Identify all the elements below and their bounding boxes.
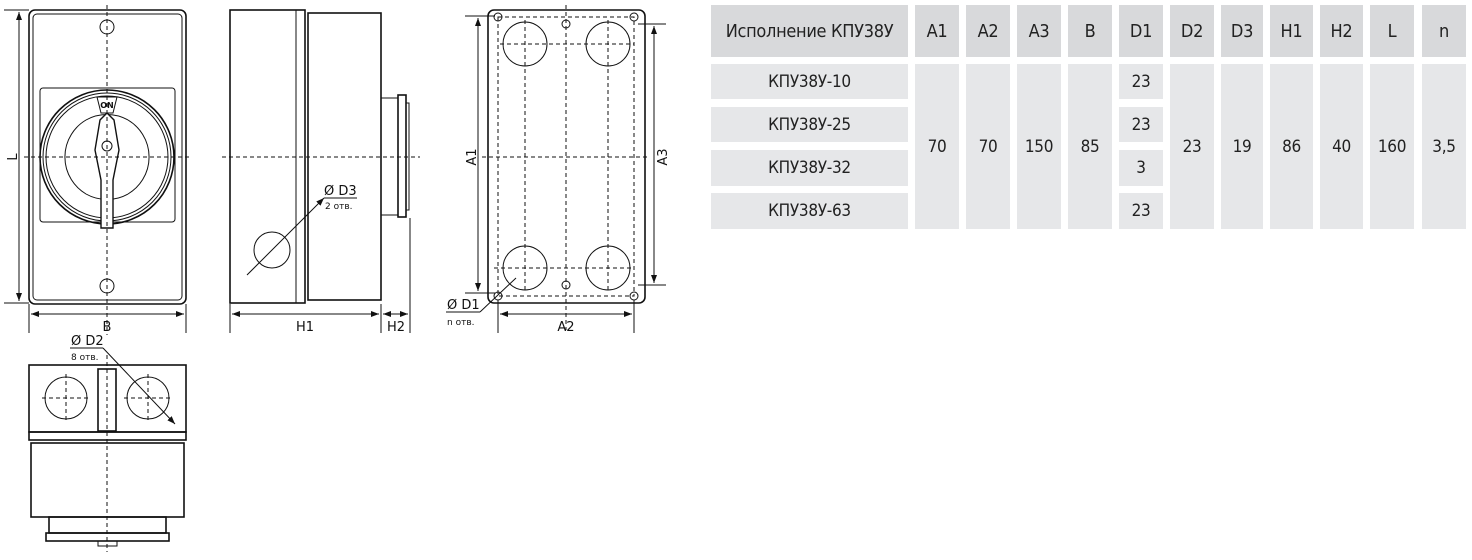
side-view: Ø D3 2 отв. H1 H2: [222, 9, 420, 335]
header-a1: A1: [915, 5, 959, 57]
b-value: 85: [1068, 64, 1112, 229]
header-d1: D1: [1119, 5, 1163, 57]
variant-cell: КПУ38У-25: [711, 107, 908, 142]
header-h1: H1: [1270, 5, 1313, 57]
dim-H2-label: H2: [387, 320, 405, 335]
bottom-view: Ø D2 8 отв.: [28, 334, 187, 552]
d2-value: 23: [1170, 64, 1214, 229]
d1-cell: 23: [1119, 107, 1163, 142]
header-h2: H2: [1320, 5, 1363, 57]
header-d2: D2: [1170, 5, 1214, 57]
variant-cell: КПУ38У-10: [711, 64, 908, 99]
front-view: ON L B: [4, 5, 192, 335]
d1-hole-count: n отв.: [447, 318, 474, 328]
n-value: 3,5: [1422, 64, 1466, 229]
back-view: A1 A3 A2 Ø D1 n отв.: [446, 5, 671, 335]
d3-value: 19: [1221, 64, 1263, 229]
dim-L-label: L: [6, 153, 21, 161]
header-n: n: [1422, 5, 1466, 57]
h2-value: 40: [1320, 64, 1363, 229]
a3-value: 150: [1017, 64, 1061, 229]
header-a3: A3: [1017, 5, 1061, 57]
header-l: L: [1370, 5, 1414, 57]
header-d3: D3: [1221, 5, 1263, 57]
variant-cell: КПУ38У-32: [711, 150, 908, 186]
d1-cell: 23: [1119, 64, 1163, 99]
dim-A3-label: A3: [656, 148, 671, 165]
a2-value: 70: [966, 64, 1010, 229]
dim-A1-label: A1: [465, 148, 480, 165]
a1-value: 70: [915, 64, 959, 229]
header-a2: A2: [966, 5, 1010, 57]
h1-value: 86: [1270, 64, 1313, 229]
dim-A2-label: A2: [557, 320, 574, 335]
header-variant: Исполнение КПУ38У: [711, 5, 908, 57]
d3-hole-count: 2 отв.: [325, 202, 353, 212]
l-value: 160: [1370, 64, 1414, 229]
cable-hole-icon: [253, 231, 291, 269]
dim-B-label: B: [103, 320, 112, 335]
d2-hole-count: 8 отв.: [71, 353, 99, 363]
d1-cell: 23: [1119, 193, 1163, 229]
header-b: B: [1068, 5, 1112, 57]
variant-cell: КПУ38У-63: [711, 193, 908, 229]
technical-drawings: ON L B Ø D3 2 отв. H1 H2: [4, 5, 671, 552]
d2-hole-label: Ø D2: [71, 334, 104, 349]
dim-H1-label: H1: [296, 320, 314, 335]
switch-handle-icon: [94, 112, 120, 229]
d1-hole-label: Ø D1: [447, 298, 480, 313]
d3-hole-label: Ø D3: [324, 184, 357, 199]
d1-cell: 3: [1119, 150, 1163, 186]
